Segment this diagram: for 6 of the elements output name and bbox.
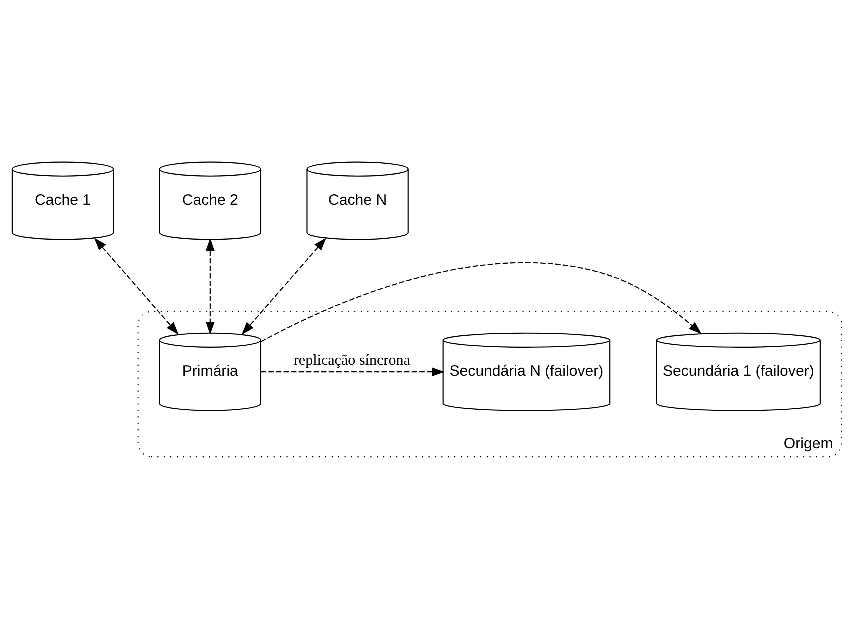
edge-label: replicação síncrona: [294, 352, 410, 369]
arrow: [261, 368, 445, 377]
arrow: [94, 238, 179, 335]
arrow: [242, 238, 327, 335]
arrow: [206, 238, 215, 335]
arrow: [260, 262, 702, 342]
